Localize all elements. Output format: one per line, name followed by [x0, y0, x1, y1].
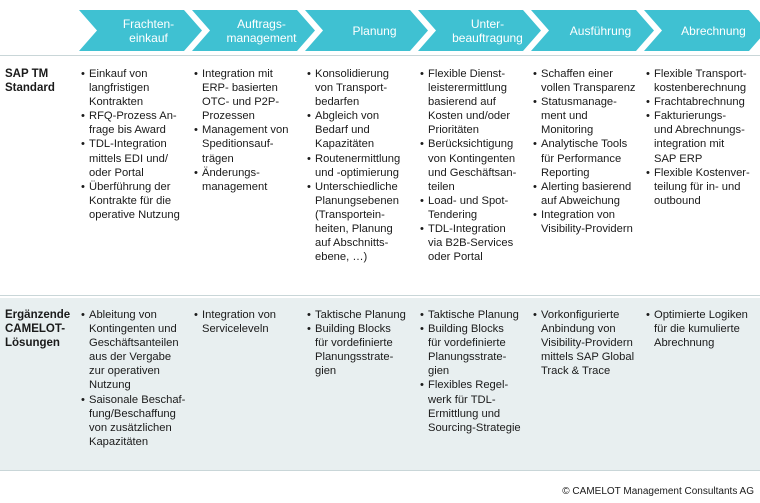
list-item: Ableitung von Kontingenten und Geschäfts… [81, 308, 193, 393]
phase-cell: Optimierte Logiken für die kumulierte Ab… [646, 308, 758, 350]
list-item: Building Blocks für vordefinierte Planun… [307, 322, 419, 378]
phase-cell: Vorkonfigurierte Anbindung von Visibilit… [533, 308, 645, 378]
list-item: Flexibles Regel- werk für TDL- Ermittlun… [420, 378, 532, 434]
list-item: Management von Speditionsauf- trägen [194, 123, 306, 165]
list-item: Taktische Planung [307, 308, 419, 322]
phase-chevron: Unter- beauftragung [418, 10, 541, 51]
row-label: SAP TM Standard [5, 68, 55, 94]
list-item: Konsolidierung von Transport- bedarfen [307, 67, 419, 109]
phase-cell: Integration von Serviceleveln [194, 308, 306, 336]
row-sap-tm-standard: SAP TM Standard Einkauf von langfristige… [0, 57, 760, 293]
list-item: Unterschiedliche Planungsebenen (Transpo… [307, 180, 419, 265]
phase-chevron: Auftrags- management [192, 10, 315, 51]
list-item: TDL-Integration via B2B-Services oder Po… [420, 222, 532, 264]
list-item: Load- und Spot- Tendering [420, 194, 532, 222]
list-item: Überführung der Kontrakte für die operat… [81, 180, 193, 222]
bullet-list: Schaffen einer vollen TransparenzStatusm… [533, 67, 645, 236]
list-item: Vorkonfigurierte Anbindung von Visibilit… [533, 308, 645, 378]
list-item: Schaffen einer vollen Transparenz [533, 67, 645, 95]
list-item: Flexible Transport- kostenberechnung [646, 67, 758, 95]
divider [0, 55, 760, 56]
phase-cell: Taktische PlanungBuilding Blocks für vor… [420, 308, 532, 435]
list-item: Analytische Tools für Performance Report… [533, 137, 645, 179]
copyright: © CAMELOT Management Consultants AG [562, 486, 754, 497]
phase-cell: Einkauf von langfristigen KontraktenRFQ-… [81, 67, 193, 222]
phase-cell: Konsolidierung von Transport- bedarfenAb… [307, 67, 419, 264]
phase-cell: Taktische PlanungBuilding Blocks für vor… [307, 308, 419, 378]
bullet-list: Optimierte Logiken für die kumulierte Ab… [646, 308, 758, 350]
list-item: Integration von Visibility-Providern [533, 208, 645, 236]
list-item: Taktische Planung [420, 308, 532, 322]
phase-chevron: Frachten- einkauf [79, 10, 202, 51]
phase-cell: Ableitung von Kontingenten und Geschäfts… [81, 308, 193, 449]
list-item: Flexible Dienst- leisterermittlung basie… [420, 67, 532, 137]
phase-cell: Schaffen einer vollen TransparenzStatusm… [533, 67, 645, 236]
bullet-list: Integration mit ERP- basierten OTC- und … [194, 67, 306, 194]
bullet-list: Taktische PlanungBuilding Blocks für vor… [420, 308, 532, 435]
bullet-list: Vorkonfigurierte Anbindung von Visibilit… [533, 308, 645, 378]
bullet-list: Ableitung von Kontingenten und Geschäfts… [81, 308, 193, 449]
bullet-list: Flexible Transport- kostenberechnungFrac… [646, 67, 758, 208]
list-item: Frachtabrechnung [646, 95, 758, 109]
list-item: Saisonale Beschaf- fung/Beschaffung von … [81, 393, 193, 449]
bullet-list: Konsolidierung von Transport- bedarfenAb… [307, 67, 419, 264]
list-item: Building Blocks für vordefinierte Planun… [420, 322, 532, 378]
list-item: Änderungs- management [194, 166, 306, 194]
list-item: Abgleich von Bedarf und Kapazitäten [307, 109, 419, 151]
list-item: Berücksichtigung von Kontingenten und Ge… [420, 137, 532, 193]
list-item: Optimierte Logiken für die kumulierte Ab… [646, 308, 758, 350]
divider [0, 470, 760, 471]
phase-cell: Flexible Dienst- leisterermittlung basie… [420, 67, 532, 264]
phase-chevron: Ausführung [531, 10, 654, 51]
list-item: Flexible Kostenver- teilung für in- und … [646, 166, 758, 208]
list-item: Einkauf von langfristigen Kontrakten [81, 67, 193, 109]
list-item: Alerting basierend auf Abweichung [533, 180, 645, 208]
list-item: Integration von Serviceleveln [194, 308, 306, 336]
list-item: Statusmanage- ment und Monitoring [533, 95, 645, 137]
bullet-list: Taktische PlanungBuilding Blocks für vor… [307, 308, 419, 378]
phase-cell: Integration mit ERP- basierten OTC- und … [194, 67, 306, 194]
list-item: Routenermittlung und -optimierung [307, 152, 419, 180]
list-item: RFQ-Prozess An- frage bis Award [81, 109, 193, 137]
phase-chevron: Planung [305, 10, 428, 51]
list-item: TDL-Integration mittels EDI und/ oder Po… [81, 137, 193, 179]
bullet-list: Flexible Dienst- leisterermittlung basie… [420, 67, 532, 264]
row-camelot-solutions: Ergänzende CAMELOT- Lösungen Ableitung v… [0, 298, 760, 470]
bullet-list: Integration von Serviceleveln [194, 308, 306, 336]
list-item: Integration mit ERP- basierten OTC- und … [194, 67, 306, 123]
row-label: Ergänzende CAMELOT- Lösungen [5, 309, 71, 349]
bullet-list: Einkauf von langfristigen KontraktenRFQ-… [81, 67, 193, 222]
divider [0, 295, 760, 296]
phase-cell: Flexible Transport- kostenberechnungFrac… [646, 67, 758, 208]
list-item: Fakturierungs- und Abrechnungs- integrat… [646, 109, 758, 165]
phase-chevron: Abrechnung [644, 10, 760, 51]
